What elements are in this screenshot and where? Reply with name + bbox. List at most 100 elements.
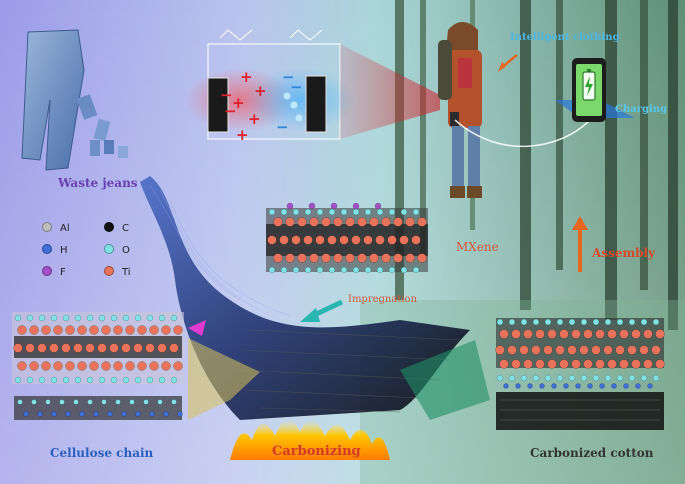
atom-o — [50, 376, 58, 384]
atom-o — [31, 399, 37, 405]
atom-o — [628, 318, 636, 326]
atom-ti — [309, 253, 319, 263]
atom-ti — [125, 325, 135, 335]
negative-charge-icon: − — [282, 68, 295, 86]
atom-h — [635, 383, 641, 389]
atom-h — [515, 383, 521, 389]
atom-ti — [101, 325, 111, 335]
atom-o — [38, 314, 46, 322]
positive-charge-icon: + — [236, 126, 249, 144]
atom-o — [157, 399, 163, 405]
atom-o — [508, 318, 516, 326]
atom-ti — [113, 361, 123, 371]
label-charging: Charging — [615, 104, 668, 115]
legend-item-o: O — [104, 244, 130, 256]
atom-o — [87, 399, 93, 405]
atom-ti — [113, 325, 123, 335]
atom-o — [352, 266, 360, 274]
atom-ti — [309, 217, 319, 227]
atom-ti — [173, 325, 183, 335]
atom-o — [14, 314, 22, 322]
atom-o — [568, 318, 576, 326]
atom-ti — [345, 253, 355, 263]
atom-o — [400, 266, 408, 274]
label-assembly: Assembly — [592, 246, 656, 260]
negative-charge-icon: − — [276, 118, 289, 136]
atom-o — [268, 208, 276, 216]
atom-ti — [327, 235, 337, 245]
atom-ti — [603, 345, 613, 355]
label-carbonizing: Carbonizing — [272, 444, 361, 459]
legend-symbol: O — [122, 245, 130, 256]
atom-o — [544, 318, 552, 326]
atom-ti — [339, 235, 349, 245]
atom-ti — [369, 253, 379, 263]
atom-ti — [547, 359, 557, 369]
atom-ti — [25, 343, 35, 353]
atom-ti — [37, 343, 47, 353]
positive-charge-icon: + — [248, 110, 261, 128]
atom-ti — [375, 235, 385, 245]
atom-h — [51, 411, 57, 417]
atom-h — [65, 411, 71, 417]
atom-ti — [543, 345, 553, 355]
atom-o — [122, 376, 130, 384]
atom-o — [170, 314, 178, 322]
atom-o — [328, 208, 336, 216]
atom-ti — [351, 235, 361, 245]
atom-o — [146, 314, 154, 322]
atom-o — [604, 374, 612, 382]
atom-o — [376, 266, 384, 274]
atom-ti — [133, 343, 143, 353]
atom-o — [364, 266, 372, 274]
atom-ti — [61, 343, 71, 353]
atom-o — [98, 314, 106, 322]
atom-o — [364, 208, 372, 216]
atom-ti — [583, 359, 593, 369]
atom-o — [158, 314, 166, 322]
atom-h — [611, 383, 617, 389]
person-figure — [438, 22, 482, 198]
atom-ti — [77, 361, 87, 371]
atom-ti — [571, 329, 581, 339]
label-cellulose-chain: Cellulose chain — [50, 446, 154, 460]
atom-ti — [53, 325, 63, 335]
atom-ti — [285, 217, 295, 227]
atom-ti — [41, 325, 51, 335]
atom-ti — [591, 345, 601, 355]
atom-ti — [607, 359, 617, 369]
atom-h — [149, 411, 155, 417]
atom-ti — [643, 359, 653, 369]
atom-ti — [643, 329, 653, 339]
atom-o — [86, 314, 94, 322]
atom-ti — [65, 325, 75, 335]
atom-ti — [149, 325, 159, 335]
negative-charge-icon: − — [290, 78, 303, 96]
atom-ti — [619, 359, 629, 369]
atom-o — [110, 314, 118, 322]
atom-o — [388, 266, 396, 274]
atom-ti — [89, 361, 99, 371]
atom-ti — [297, 253, 307, 263]
atom-h — [527, 383, 533, 389]
atom-o — [62, 314, 70, 322]
atom-ti — [357, 253, 367, 263]
atom-ti — [417, 217, 427, 227]
atom-ti — [583, 329, 593, 339]
atom-f — [330, 202, 338, 210]
atom-o — [50, 314, 58, 322]
charging-cable — [454, 119, 591, 148]
atom-ti — [173, 361, 183, 371]
atom-ti — [41, 361, 51, 371]
atom-o — [520, 318, 528, 326]
atom-o — [328, 266, 336, 274]
atom-o — [304, 208, 312, 216]
impregnation-arrow — [300, 299, 344, 322]
atom-o — [520, 374, 528, 382]
positive-charge-icon: + — [254, 82, 267, 100]
atom-ti — [655, 359, 665, 369]
atom-ti — [125, 361, 135, 371]
atom-ti — [333, 217, 343, 227]
atom-o — [412, 266, 420, 274]
